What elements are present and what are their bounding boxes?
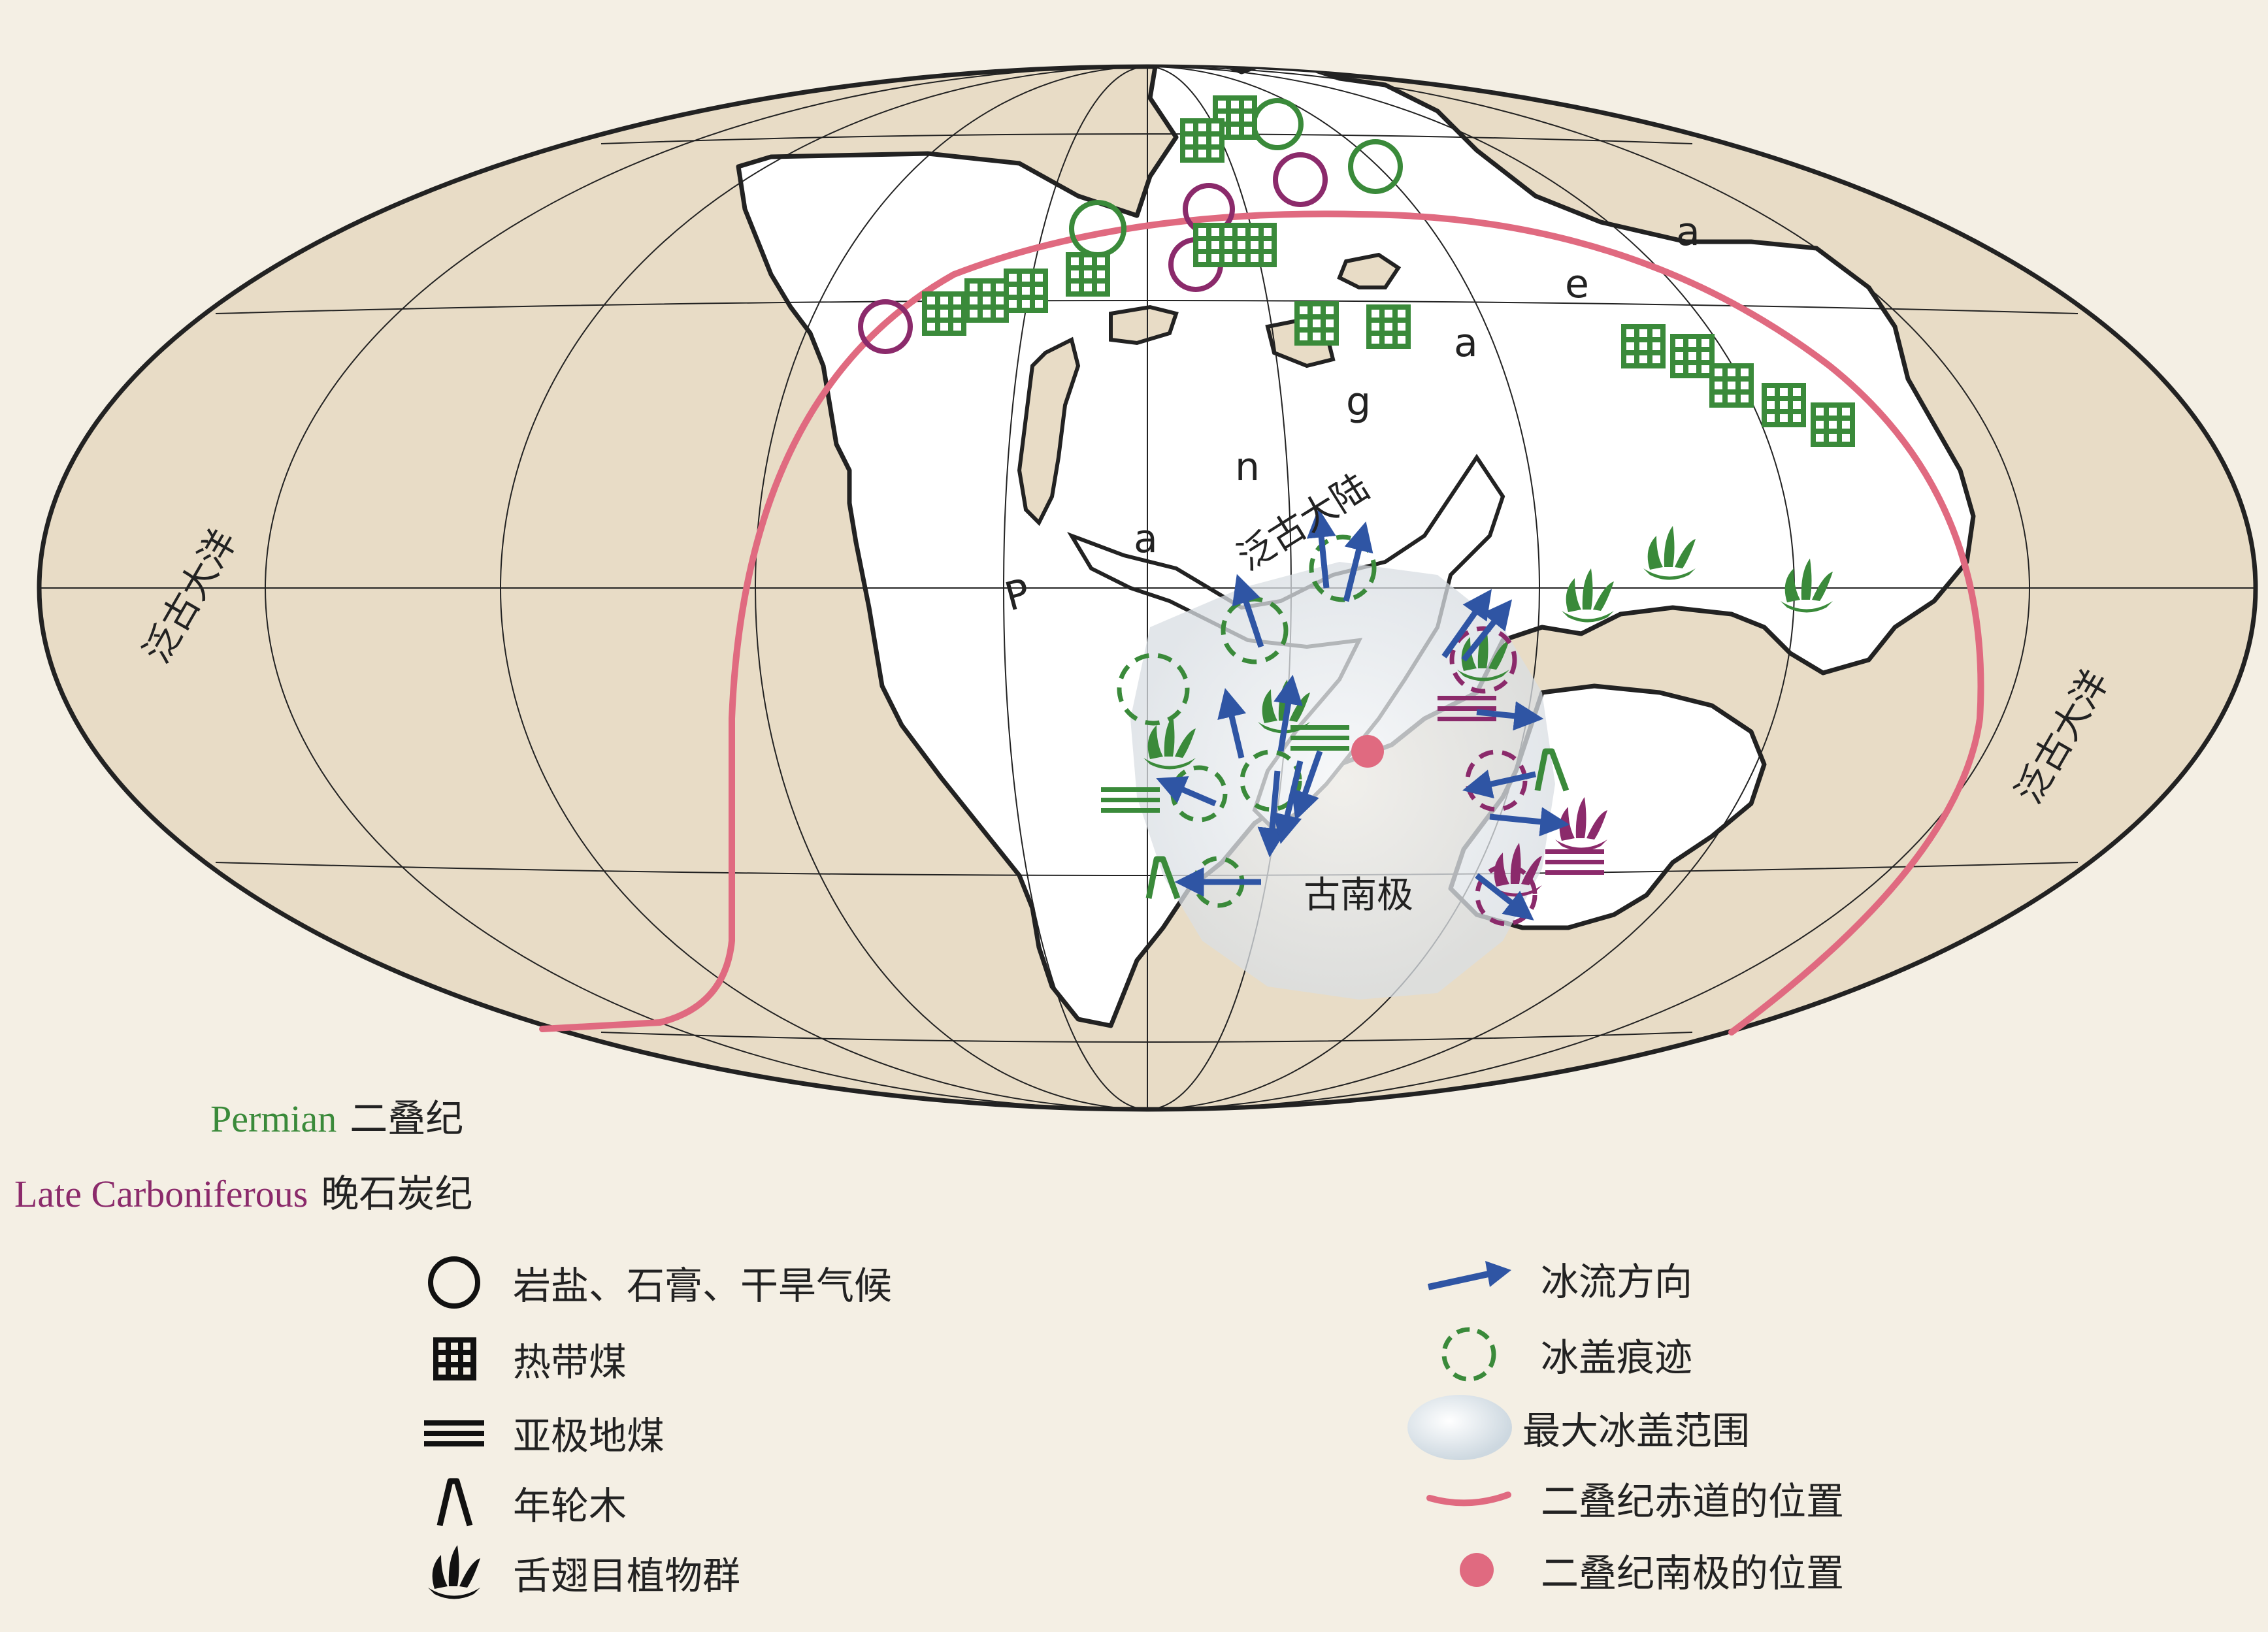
circle-icon <box>428 1256 480 1309</box>
legend-tree-rings: 年轮木 <box>421 1473 627 1532</box>
legend-ice-flow: 冰流方向 <box>1423 1249 1692 1308</box>
coal-grid-icon <box>433 1337 476 1380</box>
evaporites-carboniferous <box>858 152 1328 354</box>
ice-extent-icon <box>1407 1395 1512 1460</box>
legend-south-pole-label: 二叠纪南极的位置 <box>1541 1551 1845 1595</box>
dashed-circle-icon <box>1441 1327 1496 1382</box>
pangaea-letter-7: a <box>1676 209 1700 255</box>
pangaea-letter-5: a <box>1454 320 1478 366</box>
permian-period-label: Permian 二叠纪 <box>210 1088 463 1143</box>
pink-dot-icon <box>1460 1553 1494 1587</box>
pangaea-letter-2: a <box>1134 516 1158 562</box>
pangaea-letter-6: e <box>1565 261 1589 307</box>
legend-tropical-coal-label: 热带煤 <box>513 1340 627 1384</box>
blue-arrow-icon <box>1427 1261 1511 1290</box>
legend-ice-traces: 冰盖痕迹 <box>1423 1325 1692 1384</box>
late-carboniferous-period-label: Late Carboniferous 晚石炭纪 <box>14 1163 472 1218</box>
ice-flow-arrows <box>1156 508 1570 921</box>
plant-icon <box>428 1545 480 1599</box>
legend-glossopteris: 舌翅目植物群 <box>421 1543 740 1602</box>
legend-tree-rings-label: 年轮木 <box>513 1484 627 1528</box>
graticule <box>39 67 2256 1109</box>
legend-ice-flow-label: 冰流方向 <box>1541 1260 1693 1304</box>
legend-max-ice-label: 最大冰盖范围 <box>1522 1409 1750 1453</box>
inland-sea <box>1109 304 1179 346</box>
inland-sea <box>1337 252 1402 289</box>
permian-south-pole-dot <box>1351 735 1384 768</box>
legend-subpolar-coal-label: 亚极地煤 <box>513 1414 665 1458</box>
paleo-south-pole-label: 古南极 <box>1304 874 1413 917</box>
legend-subpolar-coal: 亚极地煤 <box>421 1403 665 1462</box>
legend-max-ice: 最大冰盖范围 <box>1405 1395 1750 1460</box>
tree-ring-icon <box>436 1478 473 1527</box>
legend-south-pole: 二叠纪南极的位置 <box>1423 1541 1844 1599</box>
legend-tropical-coal: 热带煤 <box>421 1330 627 1388</box>
legend-evaporites: 岩盐、石膏、干旱气候 <box>421 1253 892 1312</box>
legend-equator-label: 二叠纪赤道的位置 <box>1541 1479 1845 1524</box>
inland-sea <box>1017 336 1081 527</box>
late-carboniferous-en: Late Carboniferous <box>14 1173 308 1215</box>
pangaea-letter-4: g <box>1346 379 1371 425</box>
legend-equator: 二叠纪赤道的位置 <box>1423 1469 1844 1527</box>
pangaea-letter-3: n <box>1235 444 1260 490</box>
pink-curve-icon <box>1426 1492 1511 1507</box>
legend-glossopteris-label: 舌翅目植物群 <box>513 1554 741 1598</box>
legend-ice-traces-label: 冰盖痕迹 <box>1541 1335 1693 1380</box>
permian-zh: 二叠纪 <box>350 1096 464 1141</box>
permian-en: Permian <box>210 1098 337 1140</box>
permian-equator <box>539 210 1984 1036</box>
legend-evaporites-label: 岩盐、石膏、干旱气候 <box>513 1264 893 1308</box>
paleogeographic-map: P a n g a e a <box>37 64 2258 1112</box>
triple-line-icon <box>424 1420 484 1446</box>
max-ice-sheet-extent <box>1130 562 1555 1000</box>
late-carboniferous-zh: 晚石炭纪 <box>321 1171 473 1216</box>
